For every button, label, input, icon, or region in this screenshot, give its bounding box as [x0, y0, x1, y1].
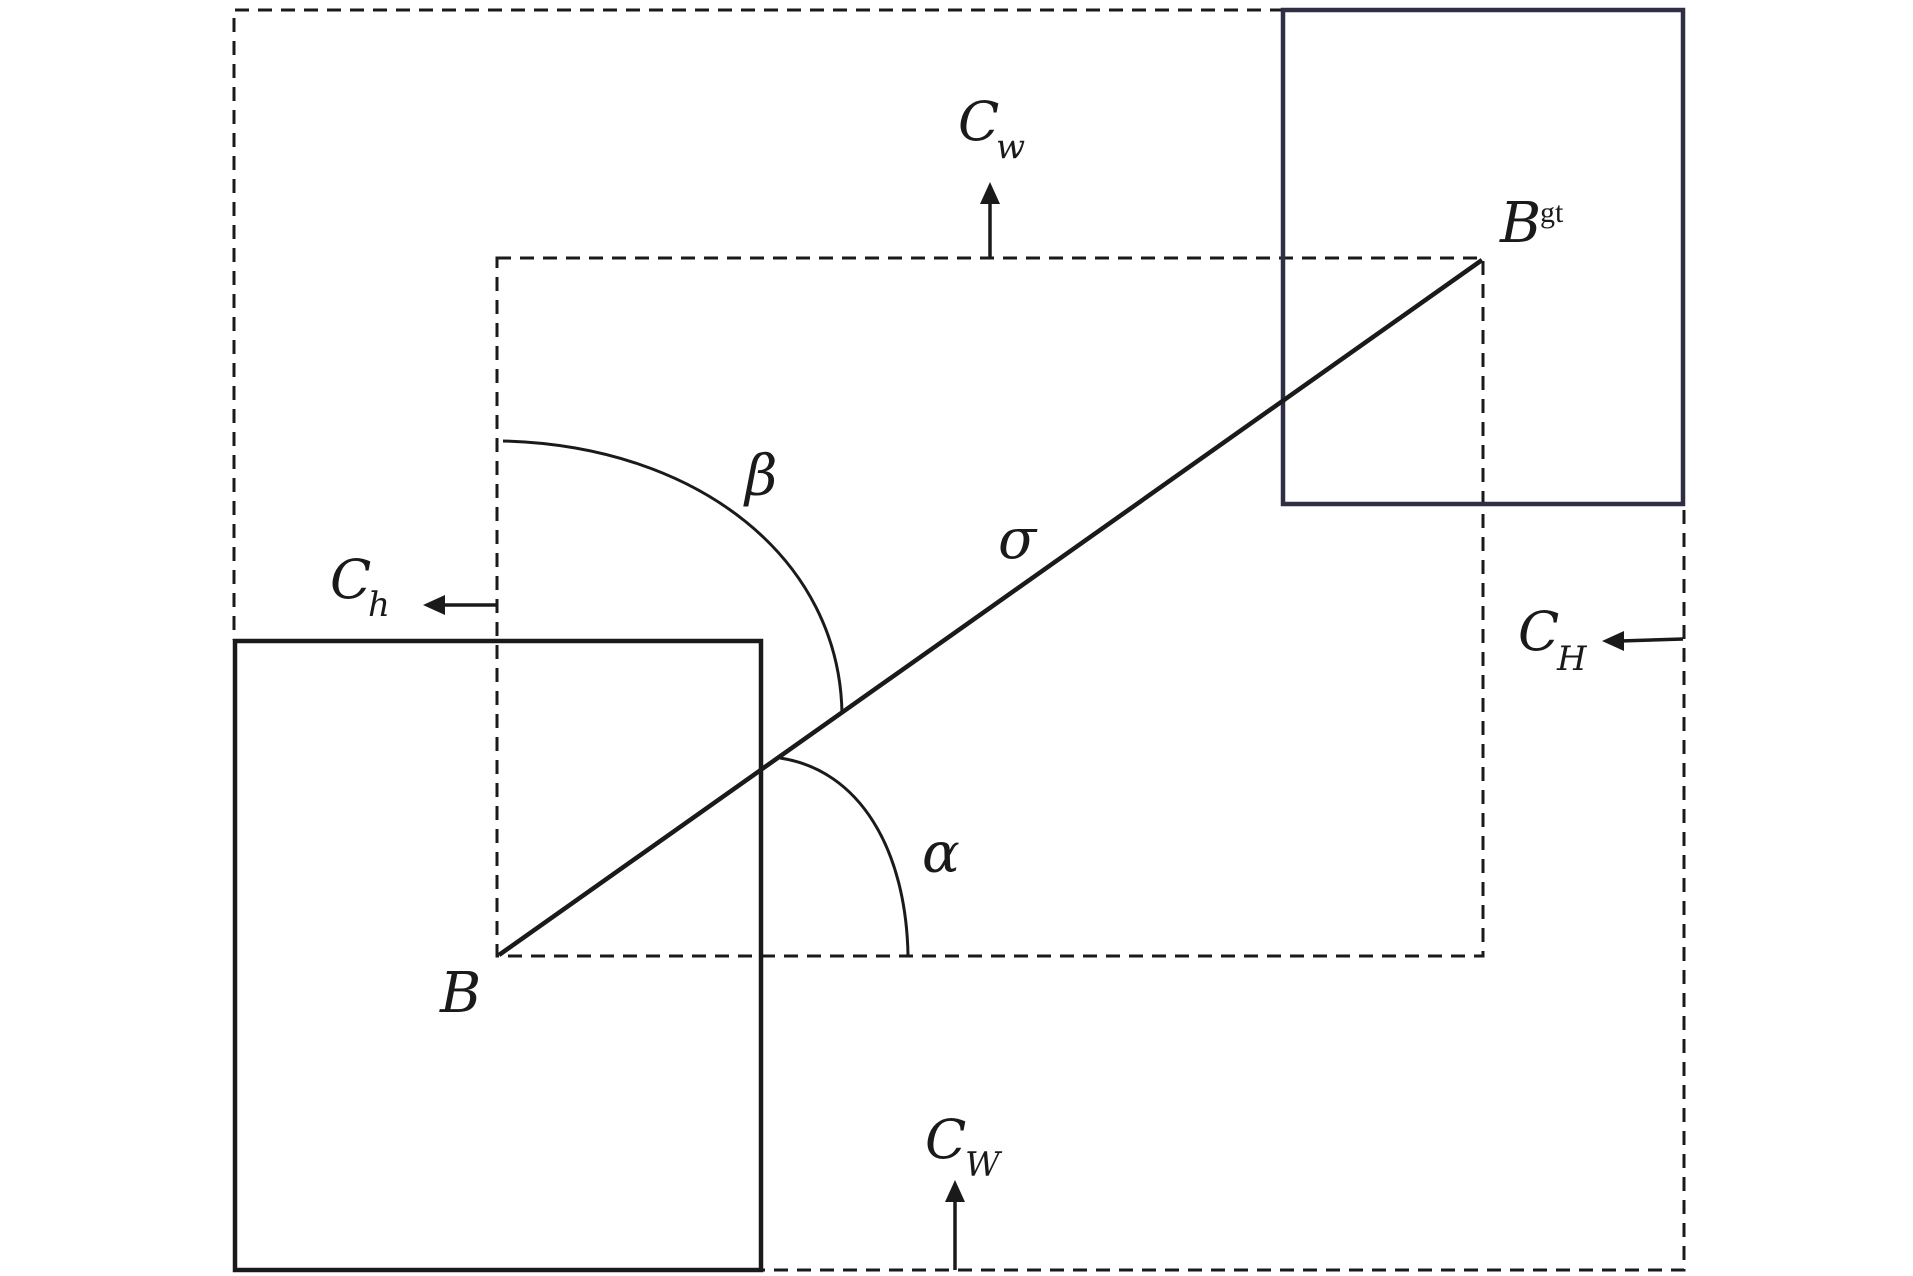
label-cW: C W	[925, 1108, 1003, 1185]
inner-center-box	[495, 256, 1485, 958]
sigma-line	[497, 258, 1484, 957]
cw-sub-text: w	[996, 127, 1025, 167]
ch-main-text: C	[330, 548, 371, 611]
alpha-label: α	[922, 821, 960, 886]
cw-main-text: C	[958, 90, 999, 153]
cw-arrow	[980, 182, 1000, 257]
label-cH: C H	[1518, 600, 1588, 679]
sigma-label: σ	[998, 507, 1038, 572]
alpha-arc	[779, 756, 910, 956]
cH-main-text: C	[1518, 600, 1559, 663]
bgt-label: B gt	[1499, 191, 1564, 256]
outer-enclosing-box	[232, 8, 1686, 1272]
bgt-sup-text: gt	[1540, 196, 1564, 229]
predicted-box	[232, 638, 764, 1273]
cH-arrow	[1602, 631, 1684, 651]
label-cw: C w	[958, 90, 1025, 167]
bgt-main-text: B	[1499, 191, 1541, 256]
b-label: B	[439, 961, 481, 1026]
cW-sub-text: W	[965, 1145, 1003, 1185]
label-ch: C h	[330, 548, 390, 625]
cW-arrow	[945, 1180, 965, 1270]
cH-sub-text: H	[1556, 639, 1588, 679]
ch-sub-text: h	[368, 585, 390, 625]
ch-arrow	[423, 595, 497, 615]
beta-label: β	[743, 444, 777, 509]
cW-main-text: C	[925, 1108, 966, 1171]
beta-arc	[502, 439, 844, 715]
ground-truth-box	[1280, 7, 1686, 507]
